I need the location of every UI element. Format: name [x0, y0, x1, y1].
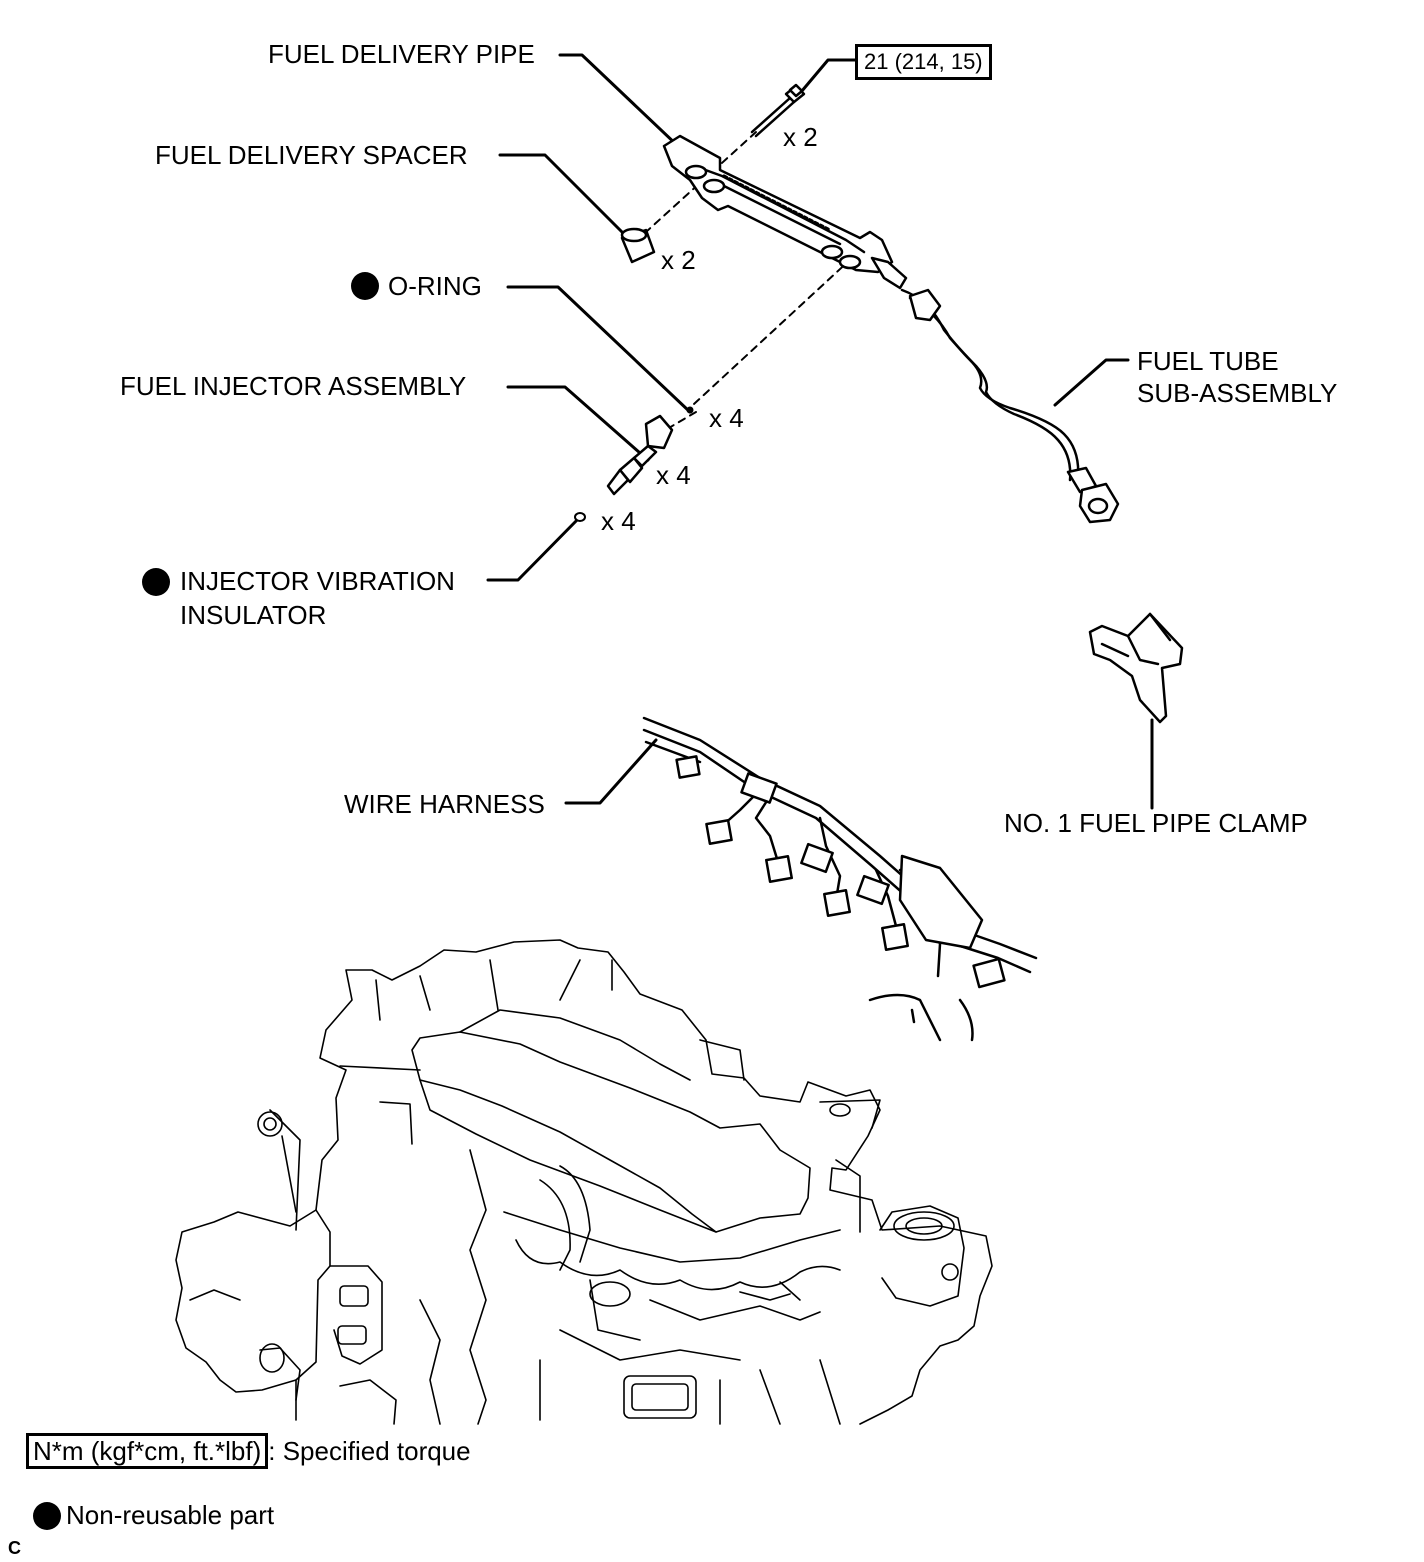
label-o-ring: O-RING — [388, 271, 482, 301]
qty-o-ring: x 4 — [709, 403, 744, 433]
torque-spec-box: 21 (214, 15) — [855, 44, 992, 80]
leader-lines — [486, 53, 1154, 810]
non-reusable-marker-insulator — [142, 568, 170, 596]
legend-non-reusable: Non-reusable part — [66, 1500, 275, 1530]
legend-torque-desc: : Specified torque — [268, 1436, 471, 1466]
label-fuel-delivery-spacer: FUEL DELIVERY SPACER — [155, 140, 468, 170]
alignment-dashes — [645, 131, 853, 433]
label-fuel-tube-2: SUB-ASSEMBLY — [1137, 378, 1338, 408]
non-reusable-marker-o-ring — [351, 272, 379, 300]
bolt-icon — [750, 83, 806, 138]
qty-bolt: x 2 — [783, 122, 818, 152]
wire-harness-icon — [642, 716, 1038, 1042]
label-wire-harness: WIRE HARNESS — [344, 789, 545, 819]
fuel-tube-sub-assembly-icon — [900, 288, 1120, 524]
legend-non-reusable-marker — [33, 1502, 61, 1530]
fuel-injector-icon — [606, 414, 674, 496]
legend-torque-unit: N*m (kgf*cm, ft.*lbf) — [26, 1433, 269, 1469]
label-fuel-delivery-pipe: FUEL DELIVERY PIPE — [268, 39, 535, 69]
label-injector-vibration-insulator-1: INJECTOR VIBRATION — [180, 566, 455, 596]
engine-icon — [175, 939, 993, 1425]
label-no1-fuel-pipe-clamp: NO. 1 FUEL PIPE CLAMP — [1004, 808, 1308, 838]
fuel-delivery-pipe-icon — [662, 134, 908, 290]
no1-fuel-pipe-clamp-icon — [1088, 612, 1184, 724]
label-fuel-tube-1: FUEL TUBE — [1137, 346, 1279, 376]
label-fuel-injector-assembly: FUEL INJECTOR ASSEMBLY — [120, 371, 467, 401]
o-ring-icon — [686, 406, 694, 414]
fuel-delivery-spacer-icon — [620, 227, 656, 264]
injector-vibration-insulator-icon — [574, 512, 586, 522]
label-injector-vibration-insulator-2: INSULATOR — [180, 600, 327, 630]
corner-mark: C — [8, 1538, 21, 1558]
qty-injector: x 4 — [656, 460, 691, 490]
legend-torque: N*m (kgf*cm, ft.*lbf): Specified torque — [26, 1433, 471, 1469]
qty-spacer: x 2 — [661, 245, 696, 275]
qty-insulator: x 4 — [601, 506, 636, 536]
